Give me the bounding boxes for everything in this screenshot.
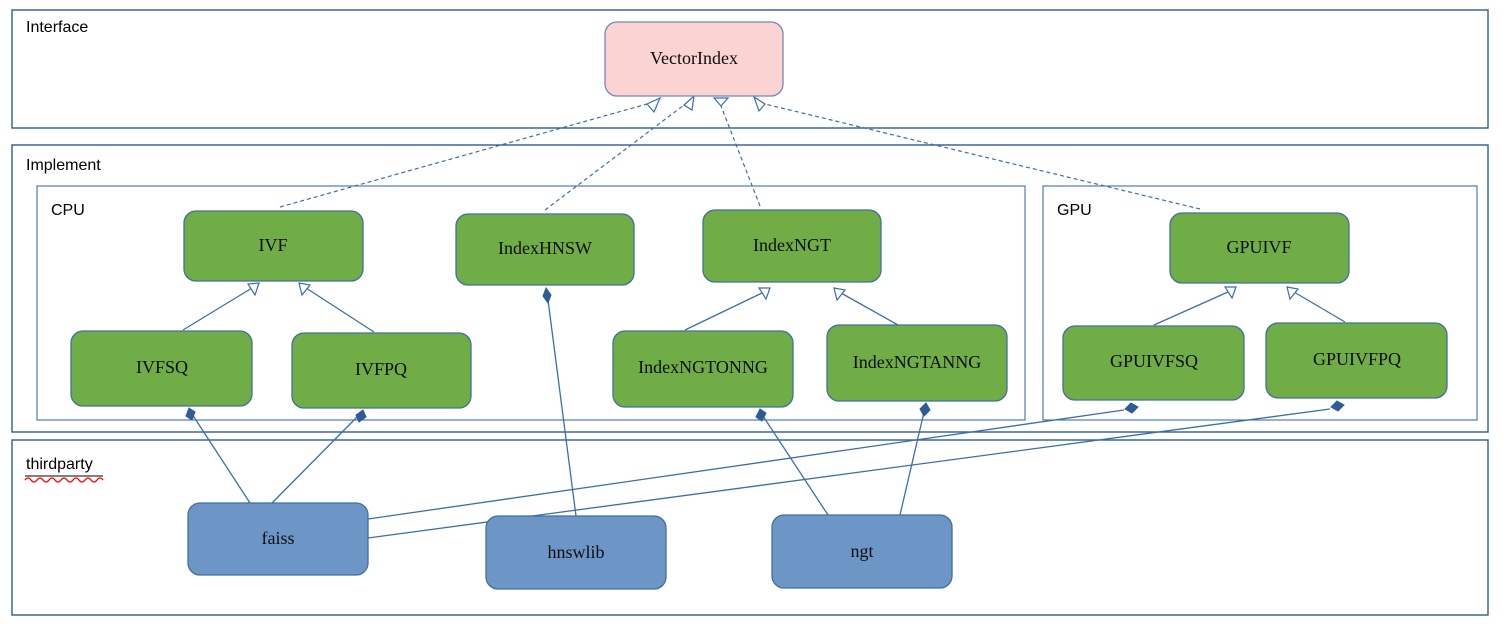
hollow-triangle-icon [683, 94, 695, 111]
hollow-triangle-icon [246, 282, 260, 297]
filled-diamond-icon [185, 407, 196, 421]
node-hnswlib-rect[interactable] [485, 515, 667, 590]
spellcheck-squiggle-icon [24, 477, 104, 483]
hollow-triangle-icon [298, 282, 312, 297]
node-ngt-rect[interactable] [771, 514, 953, 589]
node-vectorindex-rect[interactable] [604, 21, 784, 97]
edge-faiss-to-ivfpq [271, 409, 367, 504]
node-gpuivfsq[interactable]: GPUIVFSQ [1062, 325, 1245, 401]
node-faiss-rect[interactable] [187, 502, 369, 576]
node-ivfsq-label: IVFSQ [136, 357, 188, 377]
node-ivfsq[interactable]: IVFSQ [70, 330, 253, 407]
node-indexngtanng-rect[interactable] [826, 324, 1008, 402]
node-hnswlib[interactable]: hnswlib [485, 515, 667, 590]
edge-hnswlib-to-indexhnsw [542, 286, 577, 517]
hollow-triangle-icon [833, 287, 847, 302]
edge-ivfpq-to-ivf [298, 282, 375, 333]
edge-ngt-to-indexngtanng [899, 402, 931, 516]
container-thirdparty-label: thirdparty [26, 456, 93, 473]
node-gpuivf[interactable]: GPUIVF [1169, 212, 1350, 284]
node-indexngtonng-rect[interactable] [612, 330, 794, 408]
edge-gpuivfsq-to-gpuivf [1153, 286, 1237, 326]
edge-ivfsq-to-ivf [182, 282, 260, 331]
node-gpuivf-label: GPUIVF [1226, 237, 1291, 257]
node-gpuivfpq-rect[interactable] [1265, 322, 1448, 399]
filled-diamond-icon [355, 409, 367, 423]
node-gpuivfpq-label: GPUIVFPQ [1313, 349, 1401, 369]
edge-gpuivf-to-vectorindex [752, 95, 1201, 210]
filled-diamond-icon [1124, 402, 1139, 414]
node-ivf-label: IVF [258, 235, 287, 255]
hollow-triangle-icon [1223, 286, 1237, 300]
edge-indexngt-to-vectorindex [712, 97, 761, 207]
node-gpuivfpq[interactable]: GPUIVFPQ [1265, 322, 1448, 399]
node-ivfsq-rect[interactable] [70, 330, 253, 407]
edge-indexngtanng-to-indexngt [833, 287, 899, 326]
node-indexngtonng-label: IndexNGTONNG [638, 357, 768, 377]
container-implement-label: Implement [26, 157, 101, 174]
edge-ngt-to-indexngtonng [755, 408, 829, 516]
edge-gpuivfpq-to-gpuivf [1286, 286, 1346, 323]
filled-diamond-icon [542, 286, 552, 305]
container-gpu-label: GPU [1057, 202, 1092, 219]
node-faiss-label: faiss [262, 528, 295, 548]
hollow-triangle-icon [1286, 286, 1300, 301]
node-indexngt[interactable]: IndexNGT [702, 209, 882, 283]
edge-indexhnsw-to-vectorindex [544, 94, 695, 211]
node-gpuivf-rect[interactable] [1169, 212, 1350, 284]
node-indexngtanng[interactable]: IndexNGTANNG [826, 324, 1008, 402]
node-vectorindex[interactable]: VectorIndex [604, 21, 784, 97]
node-indexhnsw-label: IndexHNSW [498, 238, 592, 258]
filled-diamond-icon [1330, 400, 1345, 412]
node-ngt-label: ngt [850, 541, 873, 561]
hollow-triangle-icon [752, 95, 766, 113]
node-vectorindex-label: VectorIndex [650, 48, 738, 68]
edge-indexngtonng-to-indexngt [684, 287, 771, 331]
node-ngt[interactable]: ngt [771, 514, 953, 589]
node-indexhnsw-rect[interactable] [455, 213, 635, 286]
node-gpuivfsq-label: GPUIVFSQ [1110, 351, 1198, 371]
container-cpu-label: CPU [51, 202, 85, 219]
container-interface-label: Interface [26, 19, 88, 36]
node-indexngt-rect[interactable] [702, 209, 882, 283]
edge-ivf-to-vectorindex [279, 96, 662, 208]
node-indexngt-label: IndexNGT [753, 235, 831, 255]
node-ivf[interactable]: IVF [183, 210, 364, 282]
edge-faiss-to-ivfsq [185, 407, 251, 504]
node-gpuivfsq-rect[interactable] [1062, 325, 1245, 401]
filled-diamond-icon [755, 408, 767, 422]
edge-faiss-to-gpuivfsq [367, 402, 1139, 520]
node-indexhnsw[interactable]: IndexHNSW [455, 213, 635, 286]
node-indexngtanng-label: IndexNGTANNG [853, 352, 982, 372]
node-ivfpq-rect[interactable] [291, 332, 472, 409]
node-ivfpq[interactable]: IVFPQ [291, 332, 472, 409]
node-hnswlib-label: hnswlib [547, 542, 604, 562]
hollow-triangle-icon [712, 97, 730, 107]
node-indexngtonng[interactable]: IndexNGTONNG [612, 330, 794, 408]
hollow-triangle-icon [646, 96, 662, 114]
node-ivf-rect[interactable] [183, 210, 364, 282]
filled-diamond-icon [919, 402, 931, 417]
node-ivfpq-label: IVFPQ [355, 359, 407, 379]
hollow-triangle-icon [757, 287, 771, 301]
node-faiss[interactable]: faiss [187, 502, 369, 576]
